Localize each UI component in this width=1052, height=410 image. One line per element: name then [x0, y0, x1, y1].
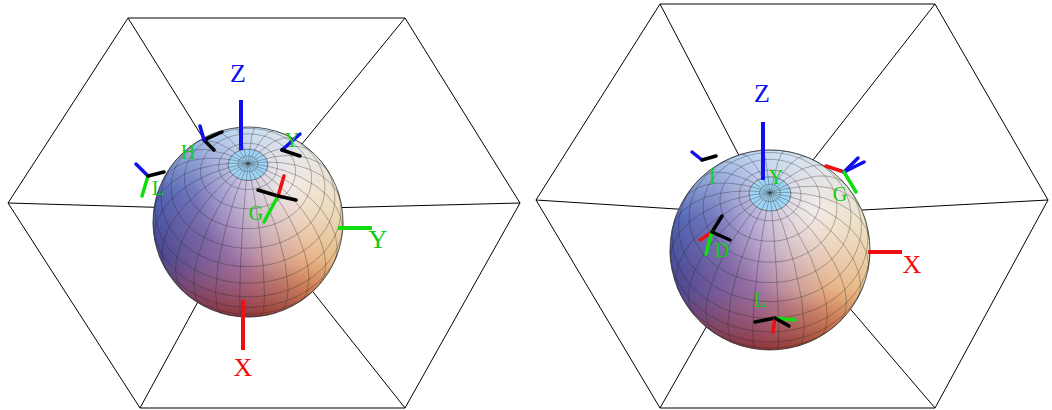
frame-label: Y	[285, 130, 299, 150]
frame-axis	[773, 318, 775, 332]
frame-axis	[264, 196, 278, 222]
axis-label: X	[234, 355, 253, 381]
frame-axis	[204, 132, 222, 140]
frame-axis	[278, 176, 284, 196]
frame-axis	[826, 166, 844, 172]
frame-axis	[142, 176, 148, 196]
graticule	[153, 127, 343, 317]
frame-axis	[775, 318, 789, 326]
frame-axis	[755, 318, 775, 322]
frame-label: L	[754, 290, 766, 310]
frame-axis	[712, 232, 730, 240]
frame-axis	[148, 172, 164, 176]
bounding-box	[536, 4, 1048, 408]
frame-axis	[258, 190, 278, 196]
axis-lines	[763, 122, 902, 252]
frame-axis	[282, 150, 300, 156]
frame-label: L	[152, 178, 164, 198]
frame-label: Y	[769, 167, 783, 187]
frame-label: H	[181, 142, 195, 162]
axis-label: Y	[369, 227, 388, 253]
bounding-box	[8, 18, 520, 408]
frame-label: D	[715, 240, 729, 260]
frame-axis	[702, 156, 716, 160]
frame-axis	[136, 164, 148, 176]
frame-axis	[692, 152, 702, 160]
frame-label: G	[249, 203, 263, 223]
sphere	[670, 150, 870, 350]
frame-label: I	[709, 166, 716, 186]
frame-triads	[136, 126, 864, 332]
frame-axis	[712, 216, 722, 232]
frame-axis	[706, 232, 712, 254]
frame-label: G	[833, 184, 847, 204]
graticule	[670, 150, 870, 350]
axis-label: Z	[754, 81, 770, 107]
axis-label: Z	[230, 61, 246, 87]
frame-axis	[204, 140, 214, 150]
axis-lines	[241, 100, 372, 350]
frame-axis	[844, 162, 864, 172]
axis-label: X	[903, 252, 922, 278]
sphere	[153, 127, 343, 317]
frame-axis	[278, 196, 296, 200]
frame-axis	[200, 126, 204, 140]
